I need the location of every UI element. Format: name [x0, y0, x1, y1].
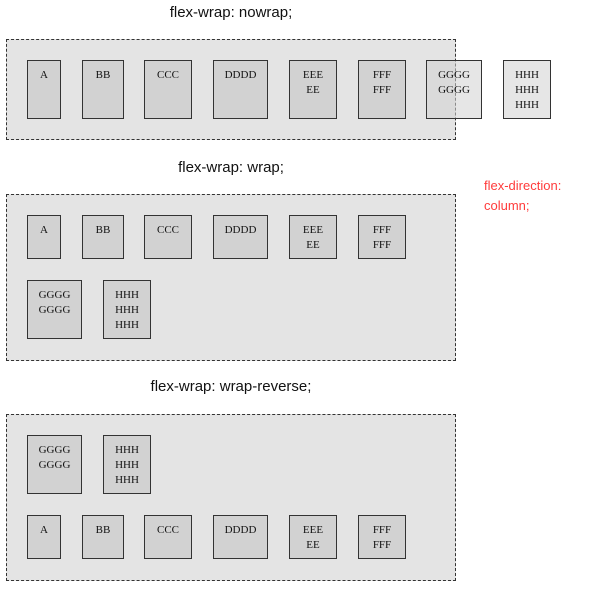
wrap-reverse-item-c: CCC: [144, 515, 192, 559]
nowrap-item-b: BB: [82, 60, 124, 119]
nowrap-item-f: FFF FFF: [358, 60, 406, 119]
wrap-item-f: FFF FFF: [358, 215, 406, 259]
wrap-item-b: BB: [82, 215, 124, 259]
wrap-item-g: GGGG GGGG: [27, 280, 82, 339]
nowrap-title: flex-wrap: nowrap;: [169, 4, 293, 21]
nowrap-item-h: HHH HHH HHH: [503, 60, 551, 119]
wrap-reverse-item-a: A: [27, 515, 61, 559]
wrap-reverse-item-f: FFF FFF: [358, 515, 406, 559]
wrap-item-d: DDDD: [213, 215, 268, 259]
nowrap-item-d: DDDD: [213, 60, 268, 119]
nowrap-item-c: CCC: [144, 60, 192, 119]
wrap-reverse-item-b: BB: [82, 515, 124, 559]
wrap-item-c: CCC: [144, 215, 192, 259]
nowrap-item-g: GGGG GGGG: [426, 60, 482, 119]
note-line-2: column;: [484, 198, 530, 213]
wrap-reverse-item-h: HHH HHH HHH: [103, 435, 151, 494]
wrap-item-e: EEE EE: [289, 215, 337, 259]
wrap-reverse-item-d: DDDD: [213, 515, 268, 559]
wrap-title: flex-wrap: wrap;: [178, 159, 284, 176]
wrap-item-a: A: [27, 215, 61, 259]
nowrap-item-a: A: [27, 60, 61, 119]
nowrap-item-e: EEE EE: [289, 60, 337, 119]
wrap-reverse-title: flex-wrap: wrap-reverse;: [150, 378, 312, 395]
note-line-1: flex-direction:: [484, 178, 562, 193]
flex-direction-note: flex-direction: column;: [484, 176, 561, 216]
wrap-reverse-item-g: GGGG GGGG: [27, 435, 82, 494]
wrap-item-h: HHH HHH HHH: [103, 280, 151, 339]
wrap-reverse-item-e: EEE EE: [289, 515, 337, 559]
